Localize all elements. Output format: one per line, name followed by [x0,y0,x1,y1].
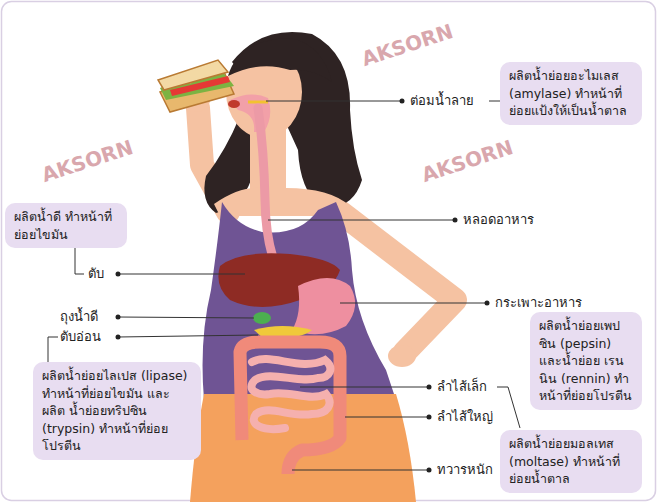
callout-box: ผลิตน้ำดี ทำหน้าที่ ย่อยไขมัน [5,203,127,248]
small-intestine [251,359,330,429]
organ-label: ตับ [88,265,104,283]
organ-label: หลอดอาหาร [463,211,534,229]
callout-box: ผลิตน้ำย่อยอะไมเลส (amylase) ทำหน้าที่ ย… [500,62,642,125]
hair [228,38,332,82]
callout-box: ผลิตน้ำย่อยมอลเทส (moltase) ทำหน้าที่ ย่… [500,430,642,493]
callout-text: ผลิตน้ำย่อยเพปซิน (pepsin) และน้ำย่อย เร… [539,317,633,405]
mouth [228,100,240,108]
organ-label: ต่อมน้ำลาย [410,92,474,110]
organ-label: ถุงน้ำดี [60,308,98,326]
salivary-gland [248,101,268,104]
callout-text: ผลิตน้ำย่อยไลเปส (lipase) ทำหน้าที่ย่อยไ… [42,367,192,455]
organ-label: ลำไส้ใหญ่ [437,408,493,426]
sandwich [158,60,228,90]
organ-label: ทวารหนัก [437,461,493,479]
callout-text: ผลิตน้ำดี ทำหน้าที่ ย่อยไขมัน [14,208,118,243]
stomach [292,278,355,334]
gallbladder [253,312,271,324]
organ-label: กระเพาะอาหาร [495,294,582,312]
organ-label: ลำไส้เล็ก [437,378,487,396]
organ-label: ตับอ่อน [60,328,101,346]
callout-text: ผลิตน้ำย่อยอะไมเลส (amylase) ทำหน้าที่ ย… [509,67,633,120]
callout-text: ผลิตน้ำย่อยมอลเทส (moltase) ทำหน้าที่ ย่… [509,435,633,488]
hand [388,345,416,367]
tank-top [203,202,396,400]
callout-box: ผลิตน้ำย่อยไลเปส (lipase) ทำหน้าที่ย่อยไ… [33,362,201,460]
large-intestine [240,342,340,474]
callout-box: ผลิตน้ำย่อยเพปซิน (pepsin) และน้ำย่อย เร… [530,312,642,410]
